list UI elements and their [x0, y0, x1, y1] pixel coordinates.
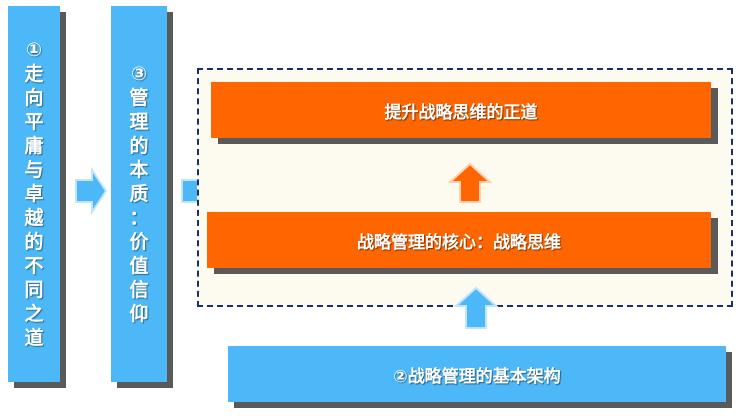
middle-char: 价: [129, 231, 149, 253]
left-char: 向: [24, 87, 44, 109]
up-arrow-icon: [447, 162, 493, 203]
middle-char: 的: [129, 135, 149, 157]
left-char: 道: [24, 327, 44, 349]
basic-framework-box: ②战略管理的基本架构: [228, 346, 726, 402]
left-char: 同: [24, 279, 44, 301]
middle-char: 管: [129, 87, 149, 109]
left-char: 的: [24, 231, 44, 253]
left-char: 越: [24, 207, 44, 229]
middle-char: 本: [129, 159, 149, 181]
left-char: 之: [24, 303, 44, 325]
middle-char: 仰: [129, 303, 149, 325]
left-char: 不: [24, 255, 44, 277]
up-arrow-icon: [453, 286, 499, 329]
middle-char: 质: [129, 183, 149, 205]
right-arrow-icon: [75, 166, 108, 216]
strategic-management-core-label: 战略管理的核心：战略思维: [357, 232, 561, 253]
middle-char: 值: [129, 255, 149, 277]
left-char: 与: [24, 159, 44, 181]
middle-char: 理: [129, 111, 149, 133]
left-char: 走: [24, 63, 44, 85]
middle-char: ③: [130, 63, 148, 85]
left-char: 庸: [24, 135, 44, 157]
basic-framework-label: ②战略管理的基本架构: [393, 366, 561, 387]
strategic-thinking-path-box: 提升战略思维的正道: [211, 82, 711, 138]
left-char: 平: [24, 111, 44, 133]
middle-char: ：: [129, 207, 149, 229]
strategic-thinking-path-label: 提升战略思维的正道: [384, 102, 538, 123]
middle-char: 信: [129, 279, 149, 301]
strategic-management-core-box: 战略管理的核心：战略思维: [207, 212, 711, 268]
left-char: 卓: [24, 183, 44, 205]
left-char: ①: [25, 39, 43, 61]
